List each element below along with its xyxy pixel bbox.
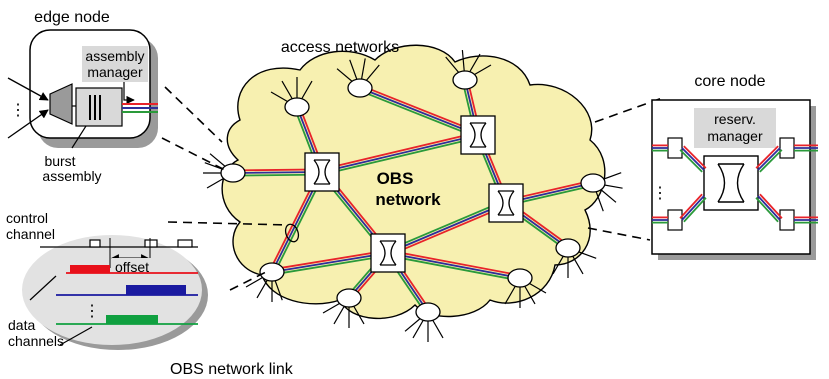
obs-label: OBS [377, 169, 414, 188]
reserv-manager-box [694, 108, 776, 148]
access-node-5 [580, 173, 606, 193]
reserv-manager-label-2: manager [707, 128, 763, 144]
input-dots: ⋮ [10, 102, 26, 119]
offset-label: offset [115, 259, 149, 275]
access-node-4 [220, 163, 246, 183]
reserv-manager-label-1: reserv. [714, 111, 756, 127]
core-switches [304, 115, 524, 273]
channel-dots: ⋮ [84, 303, 100, 320]
obs-network-cloud [221, 44, 606, 319]
link-marker-ellipse [284, 223, 300, 243]
assembly-manager-label-2: manager [87, 64, 143, 80]
access-node-9 [336, 288, 362, 308]
data-channels-label-2: channels [8, 333, 64, 349]
callout-lines [161, 86, 666, 291]
access-node-7 [507, 268, 533, 288]
control-channel-label-1: control [6, 210, 48, 226]
burst-assembly-label-2: assembly [42, 168, 101, 184]
access-node-1 [284, 97, 310, 117]
control-channel-label-2: channel [6, 226, 55, 242]
assembly-manager-label-1: assembly [85, 48, 144, 64]
data-channels-label-1: data [8, 317, 35, 333]
core-node: core node reserv. manager ⋮ [651, 73, 818, 260]
assembly-manager-box [82, 46, 148, 82]
access-networks-label: access networks [281, 39, 399, 56]
access-node-8 [415, 302, 441, 322]
core-switch-a [304, 152, 340, 192]
access-network-nodes [203, 50, 623, 342]
core-switch-c [488, 183, 524, 223]
edge-node: edge node assembly manager ⋮ burst assem… [7, 9, 158, 184]
access-node-6 [555, 238, 581, 258]
access-node-2 [347, 78, 373, 98]
burst-assembly-label-1: burst [44, 153, 75, 169]
network-label: network [375, 190, 441, 209]
core-switch-b [460, 115, 496, 155]
core-dots: ⋮ [652, 185, 668, 202]
obs-link-detail: control channel offset ⋮ data channels O… [6, 210, 294, 378]
edge-node-label: edge node [34, 9, 110, 26]
core-switch-fabric [703, 155, 759, 211]
multiplexer [49, 83, 73, 125]
obs-network-link-label: OBS network link [170, 361, 294, 378]
access-node-10 [259, 262, 285, 282]
core-switch-d [370, 233, 406, 273]
core-node-label: core node [694, 73, 765, 90]
access-node-3 [452, 70, 478, 90]
